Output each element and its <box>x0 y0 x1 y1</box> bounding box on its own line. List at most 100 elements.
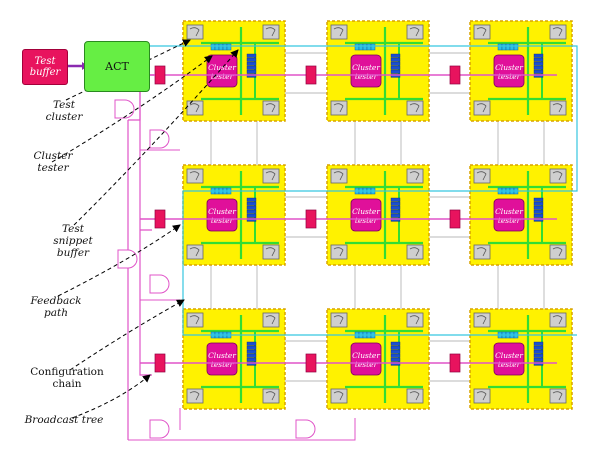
and-gate-icon <box>114 99 135 119</box>
and-gate-icon <box>149 419 170 439</box>
core-square-icon <box>330 168 348 184</box>
cluster-tester-text: tester <box>498 72 521 81</box>
register-icon <box>390 201 401 206</box>
register-icon <box>533 65 544 70</box>
register-icon <box>533 345 544 350</box>
core-square-icon <box>549 312 567 328</box>
cluster-tester-text: tester <box>355 216 378 225</box>
act-label: ACT <box>105 60 129 73</box>
register-icon <box>246 201 257 206</box>
cluster-tester-text: Cluster <box>208 207 236 216</box>
register-icon <box>533 349 544 354</box>
core-square-icon <box>262 388 280 404</box>
and-gate-icon <box>149 274 170 294</box>
core-square-icon <box>473 168 491 184</box>
register-icon <box>154 353 166 373</box>
register-icon <box>246 209 257 214</box>
register-icon <box>533 357 544 362</box>
cluster-tester-text: Cluster <box>208 63 236 72</box>
core-square-icon <box>186 244 204 260</box>
broadcast-tree-pointer <box>71 374 151 419</box>
and-gate-icon <box>149 129 170 149</box>
test-buffer-block: Test buffer <box>22 49 68 85</box>
register-icon <box>513 43 519 51</box>
cluster-tester-block <box>350 54 382 88</box>
core-square-icon <box>186 388 204 404</box>
register-icon <box>246 197 257 202</box>
register-icon <box>533 341 544 346</box>
register-icon <box>305 353 317 373</box>
register-icon <box>390 213 401 218</box>
test-snippet-buffer-pointer <box>73 49 239 226</box>
core-square-icon <box>186 24 204 40</box>
register-icon <box>533 57 544 62</box>
core-square-icon <box>549 388 567 404</box>
cluster-tester-block <box>206 54 238 88</box>
cluster-tester-text: tester <box>355 72 378 81</box>
cluster-tester-block <box>206 342 238 376</box>
register-icon <box>390 69 401 74</box>
register-icon <box>497 43 503 51</box>
register-icon <box>154 65 166 85</box>
cluster-tester-callout-label: Cluster tester <box>33 150 73 175</box>
core-square-icon <box>406 24 424 40</box>
configuration-chain-wire <box>150 45 578 336</box>
core-square-icon <box>473 244 491 260</box>
register-icon <box>501 43 507 51</box>
cluster-tester-text: tester <box>498 216 521 225</box>
cluster-tester-text: Cluster <box>208 351 236 360</box>
register-icon <box>246 65 257 70</box>
register-icon <box>533 201 544 206</box>
cluster-tester-text: tester <box>211 72 234 81</box>
core-square-icon <box>549 244 567 260</box>
register-icon <box>533 353 544 358</box>
register-icon <box>246 353 257 358</box>
register-icon <box>246 341 257 346</box>
core-square-icon <box>186 168 204 184</box>
core-square-icon <box>406 244 424 260</box>
register-icon <box>305 65 317 85</box>
register-icon <box>390 61 401 66</box>
register-icon <box>533 61 544 66</box>
register-icon <box>390 357 401 362</box>
register-icon <box>246 205 257 210</box>
register-icon <box>390 53 401 58</box>
register-icon <box>533 209 544 214</box>
register-icon <box>370 43 376 51</box>
feedback-path-pointer <box>57 224 181 297</box>
register-icon <box>449 65 461 85</box>
core-square-icon <box>406 312 424 328</box>
register-icon <box>533 69 544 74</box>
register-icon <box>210 43 216 51</box>
cluster-tester-block <box>493 198 525 232</box>
register-icon <box>390 57 401 62</box>
core-square-icon <box>186 312 204 328</box>
register-icon <box>358 43 364 51</box>
register-icon <box>246 69 257 74</box>
core-square-icon <box>406 100 424 116</box>
core-square-icon <box>330 388 348 404</box>
core-square-icon <box>262 168 280 184</box>
cluster-tester-text: Cluster <box>352 351 380 360</box>
core-square-icon <box>549 24 567 40</box>
core-square-icon <box>262 312 280 328</box>
test-buffer-label: Test buffer <box>29 56 61 78</box>
register-icon <box>390 341 401 346</box>
register-icon <box>218 43 224 51</box>
cluster-tester-text: Cluster <box>352 63 380 72</box>
and-gate-icon <box>295 419 316 439</box>
register-icon <box>305 209 317 229</box>
register-icon <box>449 209 461 229</box>
core-square-icon <box>330 24 348 40</box>
register-icon <box>222 43 228 51</box>
cluster-tester-pointer <box>51 55 213 163</box>
core-square-icon <box>473 388 491 404</box>
register-icon <box>390 349 401 354</box>
